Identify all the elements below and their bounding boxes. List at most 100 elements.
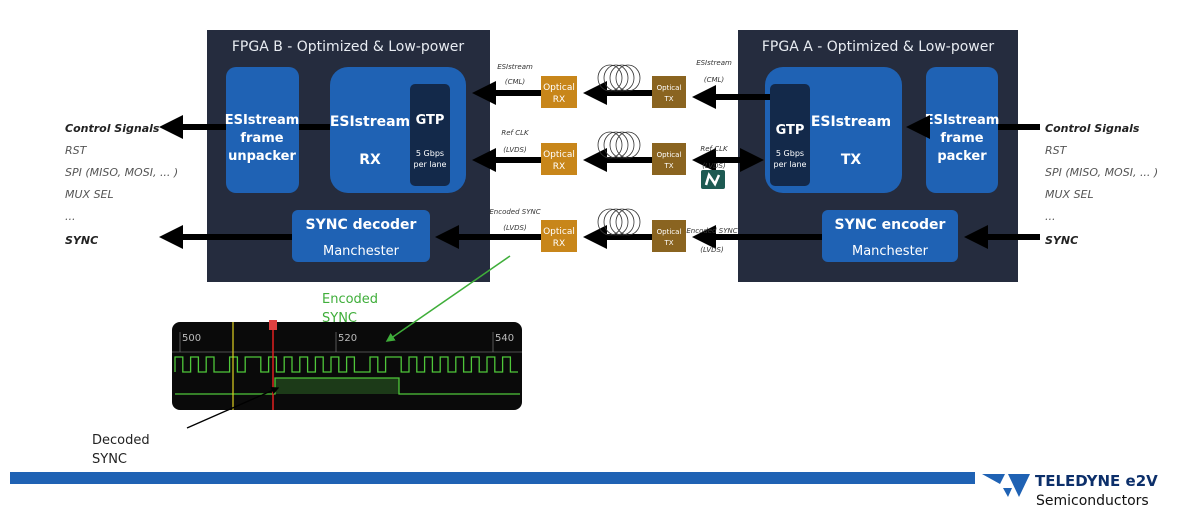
fpga-b-title: FPGA B - Optimized & Low-power bbox=[232, 39, 465, 55]
annotation-text: Encoded bbox=[322, 292, 378, 307]
logo-brand: TELEDYNE e2V bbox=[1035, 472, 1158, 490]
signal-label: Control Signals bbox=[65, 122, 160, 135]
link-label: (LVDS) bbox=[503, 146, 527, 154]
module-label: TX bbox=[663, 162, 673, 170]
cursor-handle bbox=[269, 320, 277, 330]
link-label: ESIstream bbox=[696, 59, 732, 67]
gtp-rate: per lane bbox=[774, 160, 807, 169]
fiber-coil-icon bbox=[597, 131, 641, 159]
gtp-block-b bbox=[410, 84, 450, 186]
logic-analyzer-capture: 500 520 540 bbox=[172, 320, 522, 410]
block-label: unpacker bbox=[228, 149, 296, 164]
module-label: Optical bbox=[657, 84, 682, 92]
gtp-rate: 5 Gbps bbox=[776, 149, 804, 158]
signal-label: ... bbox=[1045, 210, 1056, 223]
block-label: Manchester bbox=[323, 244, 400, 259]
encoded-sync-waveform bbox=[174, 356, 518, 373]
link-label: (LVDS) bbox=[702, 162, 726, 170]
annotation-text: SYNC bbox=[322, 311, 357, 326]
signals-left: Control Signals RST SPI (MISO, MOSI, ...… bbox=[65, 122, 178, 247]
signals-right: Control Signals RST SPI (MISO, MOSI, ...… bbox=[1045, 122, 1158, 247]
signal-label: MUX SEL bbox=[65, 188, 114, 201]
signal-label: ... bbox=[65, 210, 76, 223]
fiber-coils bbox=[597, 64, 641, 236]
gtp-rate: 5 Gbps bbox=[416, 149, 444, 158]
signal-label: RST bbox=[1045, 144, 1068, 157]
sync-decoder-block: SYNC decoder Manchester bbox=[292, 210, 430, 262]
block-label: SYNC decoder bbox=[306, 217, 417, 233]
signal-label: SYNC bbox=[1045, 234, 1078, 247]
link-labels: ESIstream (CML) Ref CLK (LVDS) Encoded SYN… bbox=[489, 59, 737, 254]
block-label: packer bbox=[937, 149, 987, 164]
block-label: ESIstream bbox=[225, 113, 300, 128]
footer-bar bbox=[10, 472, 975, 484]
module-label: TX bbox=[663, 95, 673, 103]
link-label: (LVDS) bbox=[503, 224, 527, 232]
frame-packer-block: ESIstream frame packer bbox=[925, 67, 1000, 193]
module-label: Optical bbox=[543, 150, 575, 160]
logo-subtitle: Semiconductors bbox=[1036, 493, 1149, 509]
module-label: Optical bbox=[657, 228, 682, 236]
signal-label: SYNC bbox=[65, 234, 98, 247]
block-label: ESIstream bbox=[811, 114, 891, 130]
decoded-sync-waveform bbox=[175, 377, 520, 395]
fpga-b: FPGA B - Optimized & Low-power ESIstream… bbox=[207, 30, 490, 282]
tick-label: 520 bbox=[338, 333, 357, 344]
block-label: TX bbox=[841, 152, 862, 168]
signal-label: SPI (MISO, MOSI, ... ) bbox=[65, 166, 178, 179]
module-label: Optical bbox=[543, 83, 575, 93]
block-label: Manchester bbox=[852, 244, 929, 259]
block-label: SYNC encoder bbox=[835, 217, 946, 233]
annotation-text: SYNC bbox=[92, 452, 127, 467]
gtp-label: GTP bbox=[776, 123, 805, 138]
teledyne-logo: TELEDYNE e2V Semiconductors bbox=[982, 472, 1158, 509]
link-label: (CML) bbox=[704, 76, 725, 84]
fiber-coil-icon bbox=[597, 208, 641, 236]
link-label: (CML) bbox=[505, 78, 526, 86]
sync-encoder-block: SYNC encoder Manchester bbox=[822, 210, 958, 262]
block-label: frame bbox=[240, 131, 283, 146]
link-label: Encoded SYNC bbox=[489, 208, 540, 216]
module-label: RX bbox=[553, 239, 565, 249]
clock-chip-icon bbox=[701, 170, 725, 189]
annotation-text: Decoded bbox=[92, 433, 150, 448]
tick-label: 500 bbox=[182, 333, 201, 344]
esistream-tx-block: GTP 5 Gbps per lane ESIstream TX bbox=[765, 67, 902, 193]
signal-label: Control Signals bbox=[1045, 122, 1140, 135]
fpga-a-title: FPGA A - Optimized & Low-power bbox=[762, 39, 995, 55]
gtp-label: GTP bbox=[416, 113, 445, 128]
gtp-block-a bbox=[770, 84, 810, 186]
annotation-encoded: Encoded SYNC bbox=[322, 255, 511, 342]
module-label: RX bbox=[553, 95, 565, 105]
signal-label: MUX SEL bbox=[1045, 188, 1094, 201]
signal-label: RST bbox=[65, 144, 88, 157]
annotation-decoded: Decoded SYNC bbox=[92, 387, 280, 467]
link-label: Encoded SYNC bbox=[686, 227, 737, 235]
block-label: ESIstream bbox=[330, 114, 410, 130]
signal-arrows bbox=[159, 81, 1040, 249]
link-label: ESIstream bbox=[497, 63, 533, 71]
link-label: (LVDS) bbox=[700, 246, 724, 254]
module-label: Optical bbox=[657, 151, 682, 159]
fiber-coil-icon bbox=[597, 64, 641, 92]
module-label: TX bbox=[663, 239, 673, 247]
module-label: RX bbox=[553, 162, 565, 172]
block-label: RX bbox=[359, 152, 381, 168]
link-label: Ref CLK bbox=[700, 145, 729, 153]
frame-unpacker-block: ESIstream frame unpacker bbox=[225, 67, 300, 193]
signal-label: SPI (MISO, MOSI, ... ) bbox=[1045, 166, 1158, 179]
esistream-rx-block: ESIstream RX GTP 5 Gbps per lane bbox=[330, 67, 466, 193]
block-label: frame bbox=[940, 131, 983, 146]
block-label: ESIstream bbox=[925, 113, 1000, 128]
module-label: Optical bbox=[543, 227, 575, 237]
fpga-a: FPGA A - Optimized & Low-power GTP 5 Gbp… bbox=[738, 30, 1018, 282]
tick-label: 540 bbox=[495, 333, 514, 344]
link-label: Ref CLK bbox=[501, 129, 530, 137]
